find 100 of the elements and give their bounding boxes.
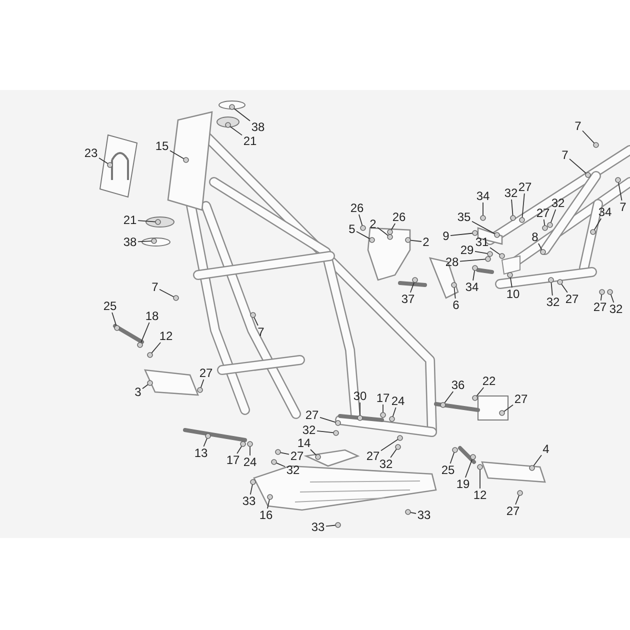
callout-number: 32 bbox=[545, 296, 561, 308]
part-drawing bbox=[389, 416, 395, 422]
callout-number: 10 bbox=[505, 288, 521, 300]
leader-line bbox=[382, 404, 384, 413]
leader-line bbox=[450, 232, 473, 236]
part-drawing bbox=[593, 142, 599, 148]
leader-line bbox=[151, 342, 161, 354]
callout-number: 27 bbox=[365, 450, 381, 462]
part-drawing bbox=[615, 177, 621, 183]
leader-line bbox=[410, 240, 422, 242]
leader-line bbox=[380, 438, 398, 452]
part-drawing bbox=[519, 217, 525, 223]
part-drawing bbox=[517, 490, 523, 496]
leader-line bbox=[450, 452, 455, 464]
callout-number: 5 bbox=[348, 222, 356, 236]
leader-line bbox=[490, 247, 500, 256]
leader-line bbox=[254, 316, 258, 326]
leader-line bbox=[610, 294, 614, 303]
leader-line bbox=[600, 294, 602, 301]
callout-number: 27 bbox=[198, 366, 214, 380]
leader-line bbox=[236, 446, 242, 454]
leader-line bbox=[138, 220, 156, 222]
leader-line bbox=[316, 430, 334, 434]
leader-line bbox=[250, 484, 253, 495]
callout-number: 22 bbox=[481, 374, 497, 388]
callout-number: 27 bbox=[304, 408, 320, 422]
part-drawing bbox=[472, 265, 478, 271]
leader-line bbox=[276, 462, 286, 468]
callout-number: 26 bbox=[391, 210, 407, 224]
leader-line bbox=[464, 458, 473, 478]
callout-number: 34 bbox=[464, 280, 480, 294]
callout-number: 28 bbox=[444, 256, 460, 268]
callout-number: 16 bbox=[258, 508, 274, 522]
callout-number: 27 bbox=[592, 300, 608, 314]
part-drawing bbox=[250, 312, 256, 318]
leader-line bbox=[138, 240, 152, 242]
callout-number: 32 bbox=[503, 186, 519, 200]
part-drawing bbox=[472, 395, 478, 401]
part-drawing bbox=[380, 412, 386, 418]
part-drawing bbox=[540, 249, 546, 255]
callout-number: 21 bbox=[122, 214, 138, 226]
callout-number: 33 bbox=[416, 508, 432, 522]
part-drawing bbox=[451, 282, 457, 288]
callout-number: 12 bbox=[472, 488, 488, 502]
part-drawing bbox=[271, 459, 277, 465]
leader-line bbox=[170, 150, 184, 160]
leader-line bbox=[569, 158, 587, 174]
leader-line bbox=[390, 223, 396, 230]
leader-line bbox=[377, 227, 388, 236]
part-drawing bbox=[557, 279, 563, 285]
leader-line bbox=[474, 250, 488, 254]
part-drawing bbox=[397, 435, 403, 441]
callout-number: 27 bbox=[564, 292, 580, 306]
callout-number: 23 bbox=[83, 146, 99, 160]
part-drawing bbox=[197, 387, 203, 393]
part-drawing bbox=[585, 172, 591, 178]
callout-number: 9 bbox=[442, 230, 450, 242]
leader-line bbox=[280, 452, 290, 455]
callout-number: 27 bbox=[505, 504, 521, 518]
part-drawing bbox=[155, 219, 161, 225]
callout-number: 32 bbox=[378, 458, 394, 470]
part-drawing bbox=[114, 325, 120, 331]
leader-line bbox=[142, 384, 148, 390]
part-drawing bbox=[250, 479, 256, 485]
callout-number: 12 bbox=[158, 330, 174, 342]
callout-number: 33 bbox=[241, 494, 257, 508]
leader-line bbox=[267, 499, 270, 509]
callout-number: 27 bbox=[289, 450, 305, 462]
callout-number: 18 bbox=[144, 310, 160, 322]
part-drawing bbox=[472, 230, 478, 236]
part-drawing bbox=[267, 494, 273, 500]
part-drawing bbox=[599, 289, 605, 295]
callout-number: 29 bbox=[459, 244, 475, 256]
part-drawing bbox=[369, 237, 375, 243]
callout-number: 34 bbox=[475, 190, 491, 202]
part-drawing bbox=[247, 441, 253, 447]
callout-number: 35 bbox=[456, 210, 472, 224]
part-drawing bbox=[387, 234, 393, 240]
part-drawing bbox=[607, 289, 613, 295]
part-drawing bbox=[477, 464, 483, 470]
part-drawing bbox=[107, 162, 113, 168]
part-drawing bbox=[357, 415, 363, 421]
leader-line bbox=[454, 287, 456, 299]
callout-number: 37 bbox=[400, 292, 416, 306]
leader-line bbox=[98, 158, 108, 164]
part-drawing bbox=[360, 225, 366, 231]
leader-line bbox=[550, 209, 556, 224]
part-drawing bbox=[494, 232, 500, 238]
callout-number: 2 bbox=[368, 218, 378, 230]
part-drawing bbox=[405, 509, 411, 515]
part-drawing bbox=[405, 237, 411, 243]
leader-line bbox=[200, 379, 204, 388]
leader-line bbox=[482, 202, 484, 216]
part-drawing bbox=[151, 238, 157, 244]
part-drawing bbox=[547, 222, 553, 228]
callout-number: 7 bbox=[256, 326, 266, 338]
callout-number: 13 bbox=[193, 446, 209, 460]
callout-number: 6 bbox=[452, 298, 460, 312]
callout-number: 38 bbox=[250, 120, 266, 134]
leader-line bbox=[112, 312, 117, 326]
